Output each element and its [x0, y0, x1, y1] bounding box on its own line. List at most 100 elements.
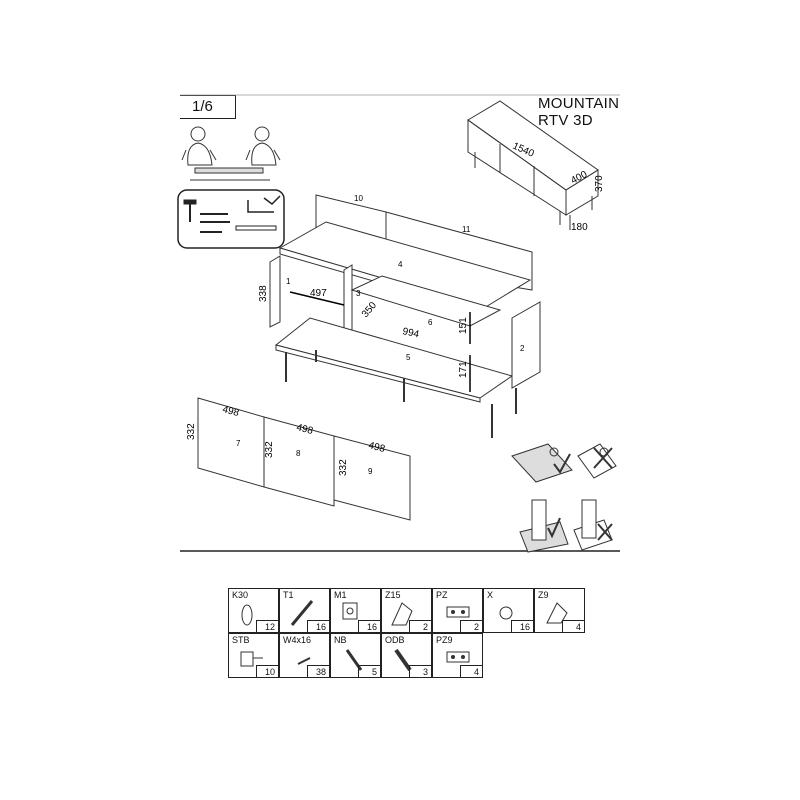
product-name: MOUNTAIN [538, 95, 620, 112]
part-label-3: 3 [356, 289, 361, 298]
correct-placement-icon [511, 443, 573, 483]
fitting-code: Z15 [385, 590, 401, 600]
page-number-box [180, 95, 236, 119]
fitting-code: PZ9 [436, 635, 453, 645]
part-label-1: 1 [286, 277, 291, 286]
fitting-code: STB [232, 635, 250, 645]
door9-width: 498 [367, 440, 386, 455]
part-label-6: 6 [428, 318, 433, 327]
dim-side-height: 338 [258, 285, 269, 302]
door-8 [263, 416, 335, 507]
fitting-cell-z15: Z15 2 [381, 588, 432, 633]
fitting-code: K30 [232, 590, 249, 600]
fitting-code: X [487, 590, 494, 600]
door8-part: 8 [296, 449, 301, 458]
screwdriver-icon [200, 213, 230, 233]
wood-screw-icon [297, 657, 311, 665]
dim-shelf-width: 994 [401, 326, 420, 340]
door8-width: 498 [295, 422, 314, 437]
fitting-quantity: 16 [307, 620, 329, 632]
incorrect-placement-icon [577, 443, 617, 479]
overview-width-label: 1540 [511, 141, 536, 160]
fitting-code: NB [334, 635, 347, 645]
part-label-5: 5 [406, 353, 411, 362]
shelf-bracket-icon [240, 651, 263, 667]
shelf-6 [350, 275, 502, 327]
allen-key-icon [263, 195, 281, 205]
fitting-quantity: 12 [256, 620, 278, 632]
two-person-icon [181, 126, 281, 181]
spirit-level-icon [235, 225, 277, 231]
fitting-cell-pz: PZ 2 [432, 588, 483, 633]
dim-lower-gap: 171 [458, 361, 469, 378]
cam-lock-icon [342, 602, 358, 620]
fitting-code: Z9 [538, 590, 549, 600]
fitting-quantity: 5 [358, 665, 380, 677]
door-catch-icon [446, 606, 470, 618]
fitting-code: M1 [334, 590, 347, 600]
fitting-quantity: 10 [256, 665, 278, 677]
overview-height-label: 370 [594, 175, 605, 192]
fitting-cell-nb: NB 5 [330, 633, 381, 678]
fitting-code: PZ [436, 590, 448, 600]
door7-part: 7 [236, 439, 241, 448]
fitting-cell-t1: T1 16 [279, 588, 330, 633]
incorrect-standing-icon [573, 499, 613, 551]
door8-height: 332 [264, 441, 275, 458]
confirmat-screw-icon [290, 600, 314, 626]
fitting-code: ODB [385, 635, 405, 645]
door-panels [197, 397, 411, 521]
hinge-small-icon [546, 602, 568, 624]
product-model: RTV 3D [538, 112, 593, 129]
fitting-cell-m1: M1 16 [330, 588, 381, 633]
door7-height: 332 [186, 423, 197, 440]
dim-panel-depth: 350 [360, 300, 379, 320]
page-number: 1/6 [192, 98, 213, 115]
side-panel-2 [511, 301, 541, 389]
fitting-cell-odb: ODB 3 [381, 633, 432, 678]
door9-height: 332 [338, 459, 349, 476]
hinge-icon [391, 602, 413, 626]
fitting-cell-k30: K30 12 [228, 588, 279, 633]
door7-width: 498 [221, 404, 240, 419]
fitting-quantity: 16 [511, 620, 533, 632]
correct-standing-icon [519, 499, 569, 553]
fitting-cell-x: X 16 [483, 588, 534, 633]
cabinet-overview [467, 100, 599, 230]
square-ruler-icon [247, 200, 274, 213]
part-label-11: 11 [462, 225, 471, 234]
fitting-cell-z9: Z9 4 [534, 588, 585, 633]
dowel-icon [241, 604, 253, 626]
exploded-cabinet [269, 194, 541, 438]
hammer-icon [183, 199, 197, 222]
overview-leg-label: 180 [571, 222, 588, 233]
bumper-icon [394, 648, 412, 672]
push-latch-icon [446, 651, 470, 663]
product-title: MOUNTAIN RTV 3D [538, 95, 619, 129]
fitting-quantity: 3 [409, 665, 431, 677]
fitting-cell-w4x16: W4x16 38 [279, 633, 330, 678]
dim-upper-gap: 151 [458, 317, 469, 334]
fitting-quantity: 4 [460, 665, 482, 677]
fitting-cell-stb: STB 10 [228, 633, 279, 678]
part-label-4: 4 [398, 260, 403, 269]
cover-cap-icon [499, 606, 513, 620]
fitting-quantity: 38 [307, 665, 329, 677]
tools-box [177, 189, 285, 249]
dim-compartment-width: 497 [310, 288, 327, 299]
fitting-code: W4x16 [283, 635, 312, 645]
fitting-quantity: 4 [562, 620, 584, 632]
door9-part: 9 [368, 467, 373, 476]
fitting-quantity: 2 [409, 620, 431, 632]
fitting-cell-pz9: PZ9 4 [432, 633, 483, 678]
overview-depth-label: 400 [569, 169, 589, 187]
fitting-quantity: 16 [358, 620, 380, 632]
part-label-10: 10 [354, 194, 363, 203]
fitting-code: T1 [283, 590, 294, 600]
door-9 [333, 435, 411, 521]
fitting-quantity: 2 [460, 620, 482, 632]
side-panel-1 [269, 255, 281, 328]
part-label-2: 2 [520, 344, 525, 353]
